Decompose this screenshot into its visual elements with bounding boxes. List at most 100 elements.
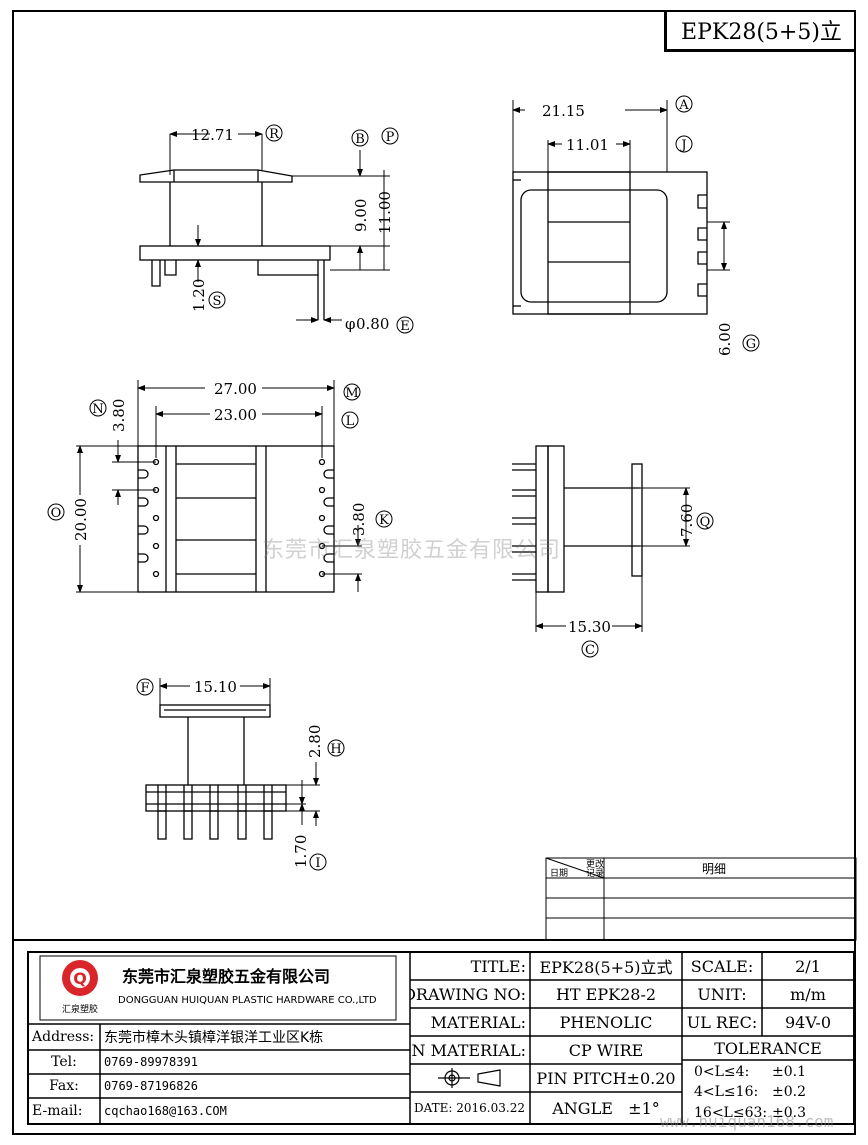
marker-i: I [309, 853, 327, 871]
tolerance-label: TOLERANCE [714, 1038, 822, 1058]
dim-0-80: 0.80 [356, 315, 389, 333]
unit-value: m/m [790, 984, 826, 1004]
dim-phi: φ [345, 315, 356, 333]
dim-11-00: 11.00 [376, 191, 394, 234]
dim-2-80: 2.80 [306, 725, 324, 758]
tolerance-value-3: ±0.3 [772, 1104, 806, 1121]
marker-h: H [327, 739, 345, 757]
fax-value: 0769-87196826 [104, 1079, 198, 1093]
date-label: DATE: [414, 1101, 453, 1115]
drawing-no-label: DRAWING NO: [410, 984, 526, 1004]
marker-k: K [375, 510, 393, 528]
revision-date-label: 日期 [550, 869, 569, 878]
ul-rec-label: UL REC: [686, 1012, 758, 1032]
svg-text:K: K [379, 513, 389, 528]
svg-text:A: A [678, 98, 689, 113]
company-name-en: DONGGUAN HUIQUAN PLASTIC HARDWARE CO.,LT… [118, 994, 377, 1006]
dim-9-00: 9.00 [352, 199, 370, 232]
fax-label: Fax: [49, 1078, 79, 1094]
dim-11-01: 11.01 [566, 136, 609, 154]
svg-text:R: R [269, 127, 280, 142]
svg-text:C: C [585, 643, 595, 658]
drawing-frame [12, 10, 856, 1135]
address-label: Address: [32, 1029, 95, 1045]
marker-q: Q [696, 512, 714, 530]
bottom-view-middle-left [137, 445, 335, 593]
tolerance-value-1: ±0.1 [772, 1063, 806, 1080]
material-label: MATERIAL: [430, 1012, 526, 1032]
revision-detail-header: 明细 [701, 861, 726, 876]
pin-material-label: PIN MATERIAL: [410, 1040, 526, 1060]
front-view-top-right [512, 171, 708, 315]
svg-text:F: F [140, 681, 149, 696]
marker-r: R [265, 124, 283, 142]
date-value: 2016.03.22 [456, 1101, 525, 1115]
marker-f: F [136, 678, 154, 696]
dim-15-10: 15.10 [194, 678, 237, 696]
dimension-labels: 12.71 21.15 11.01 9.00 11.00 1.20 φ 0.80… [72, 102, 734, 868]
side-view-top-left [139, 169, 331, 320]
angle-value: ±1° [628, 1098, 660, 1118]
revision-change-label: 更改 [585, 859, 604, 869]
svg-text:O: O [51, 506, 62, 521]
dim-3-80-right: 3.80 [350, 503, 368, 536]
email-label: E-mail: [32, 1103, 83, 1119]
tolerance-range-3: 16<L≤63: [694, 1104, 768, 1121]
dim-3-80-left: 3.80 [110, 399, 128, 432]
svg-text:L: L [346, 414, 355, 429]
angle-label: ANGLE [552, 1098, 613, 1118]
svg-text:P: P [386, 130, 395, 145]
address-value: 东莞市樟木头镇樟洋银洋工业区K栋 [104, 1030, 324, 1046]
part-title-box: EPK28(5+5)立 [664, 10, 856, 52]
dim-7-60: 7.60 [678, 504, 696, 537]
reference-markers: R B P S E A J G M L N O K Q C F H I [47, 95, 760, 871]
marker-a: A [675, 95, 693, 113]
pin-material-value: CP WIRE [568, 1040, 644, 1060]
unit-label: UNIT: [697, 984, 747, 1004]
angle-row: ANGLE ±1° [530, 1092, 682, 1124]
svg-text:H: H [330, 742, 341, 757]
marker-e: E [396, 316, 414, 334]
dim-23-00: 23.00 [214, 406, 257, 424]
dim-1-70: 1.70 [292, 835, 310, 868]
date-label-row: DATE: 2016.03.22 [410, 1092, 530, 1124]
tolerance-range-1: 0<L≤4: [694, 1063, 750, 1080]
company-name-cn: 东莞市汇泉塑胶五金有限公司 [122, 967, 331, 986]
tolerance-range-2: 4<L≤16: [694, 1084, 759, 1100]
pin-pitch: PIN PITCH±0.20 [536, 1068, 676, 1088]
title-value: EPK28(5+5)立式 [539, 958, 673, 977]
site-watermark: www.huiquan168.com [660, 1112, 834, 1131]
email-value: cqchao168@163.COM [104, 1104, 227, 1118]
projection-symbol [438, 1068, 501, 1088]
title-label: TITLE: [470, 956, 526, 976]
tel-label: Tel: [51, 1054, 77, 1070]
dim-20-00: 20.00 [72, 498, 90, 541]
svg-text:G: G [746, 337, 756, 352]
company-logo: Q 汇泉塑胶 [39, 955, 397, 1021]
drawing-no-value: HT EPK28-2 [555, 984, 657, 1004]
ul-rec-value: 94V-0 [784, 1012, 832, 1032]
title-block-grid [12, 939, 856, 1125]
svg-text:M: M [345, 386, 358, 401]
marker-c: C [581, 640, 599, 658]
side-view-middle-right [512, 445, 643, 593]
dim-12-71: 12.71 [191, 126, 234, 144]
dim-21-15: 21.15 [542, 102, 585, 120]
svg-text:N: N [92, 402, 103, 417]
svg-text:S: S [213, 294, 222, 309]
svg-text:Q: Q [700, 515, 711, 530]
svg-text:I: I [315, 856, 320, 871]
material-value: PHENOLIC [559, 1012, 653, 1032]
svg-text:E: E [400, 319, 410, 334]
svg-text:J: J [679, 138, 686, 153]
logo-text: 汇泉塑胶 [62, 1003, 98, 1015]
marker-b: B [351, 129, 369, 147]
marker-o: O [47, 503, 65, 521]
dim-1-20: 1.20 [190, 279, 208, 312]
dimension-lines [76, 100, 730, 826]
marker-m: M [343, 383, 361, 401]
svg-text:B: B [355, 132, 365, 147]
marker-n: N [89, 399, 107, 417]
scale-value: 2/1 [795, 956, 821, 976]
